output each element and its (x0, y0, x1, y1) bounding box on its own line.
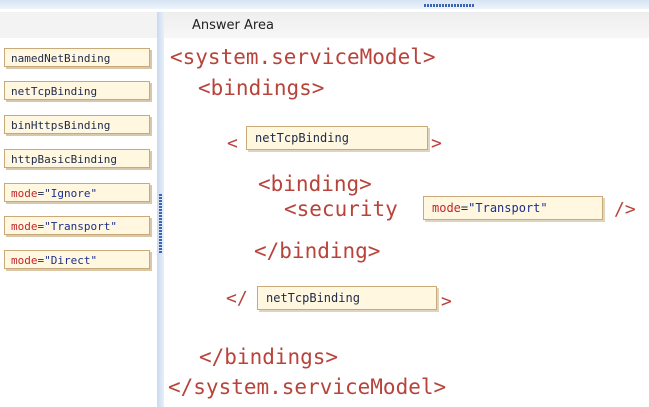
answer-area-header: Answer Area (164, 12, 649, 38)
code-close-prefix: </ (226, 288, 248, 309)
code-binding-close: </binding> (254, 239, 381, 263)
code-binding-open: <binding> (258, 172, 372, 196)
option-named-net-binding[interactable]: namedNetBinding (4, 48, 150, 67)
options-header (0, 12, 157, 38)
code-self-close: /> (614, 199, 636, 220)
code-service-model-open: <system.serviceModel> (170, 45, 436, 69)
option-mode-direct[interactable]: mode="Direct" (4, 250, 150, 269)
code-service-model-close: </system.serviceModel> (168, 375, 447, 399)
pane-splitter[interactable] (157, 12, 164, 407)
drop-slot-binding-type-open[interactable]: netTcpBinding (246, 126, 428, 150)
drop-slot-security-mode[interactable]: mode="Transport" (423, 196, 603, 220)
option-http-basic-binding[interactable]: httpBasicBinding (4, 149, 150, 168)
code-open-lt: < (227, 133, 238, 154)
drop-slot-binding-type-close[interactable]: netTcpBinding (257, 286, 437, 310)
code-bindings-open: <bindings> (198, 76, 325, 100)
option-net-tcp-binding[interactable]: netTcpBinding (4, 81, 150, 100)
top-bar (0, 0, 649, 9)
option-mode-ignore[interactable]: mode="Ignore" (4, 183, 150, 202)
code-security-open: <security (284, 197, 398, 221)
resize-grip-top[interactable] (424, 4, 474, 7)
splitter-grip[interactable] (159, 194, 162, 254)
option-bin-https-binding[interactable]: binHttpsBinding (4, 115, 150, 134)
code-bindings-close: </bindings> (199, 345, 339, 369)
code-close-gt: > (441, 291, 452, 312)
code-open-gt: > (431, 133, 442, 154)
answer-area-title: Answer Area (192, 18, 274, 33)
option-mode-transport[interactable]: mode="Transport" (4, 216, 150, 235)
